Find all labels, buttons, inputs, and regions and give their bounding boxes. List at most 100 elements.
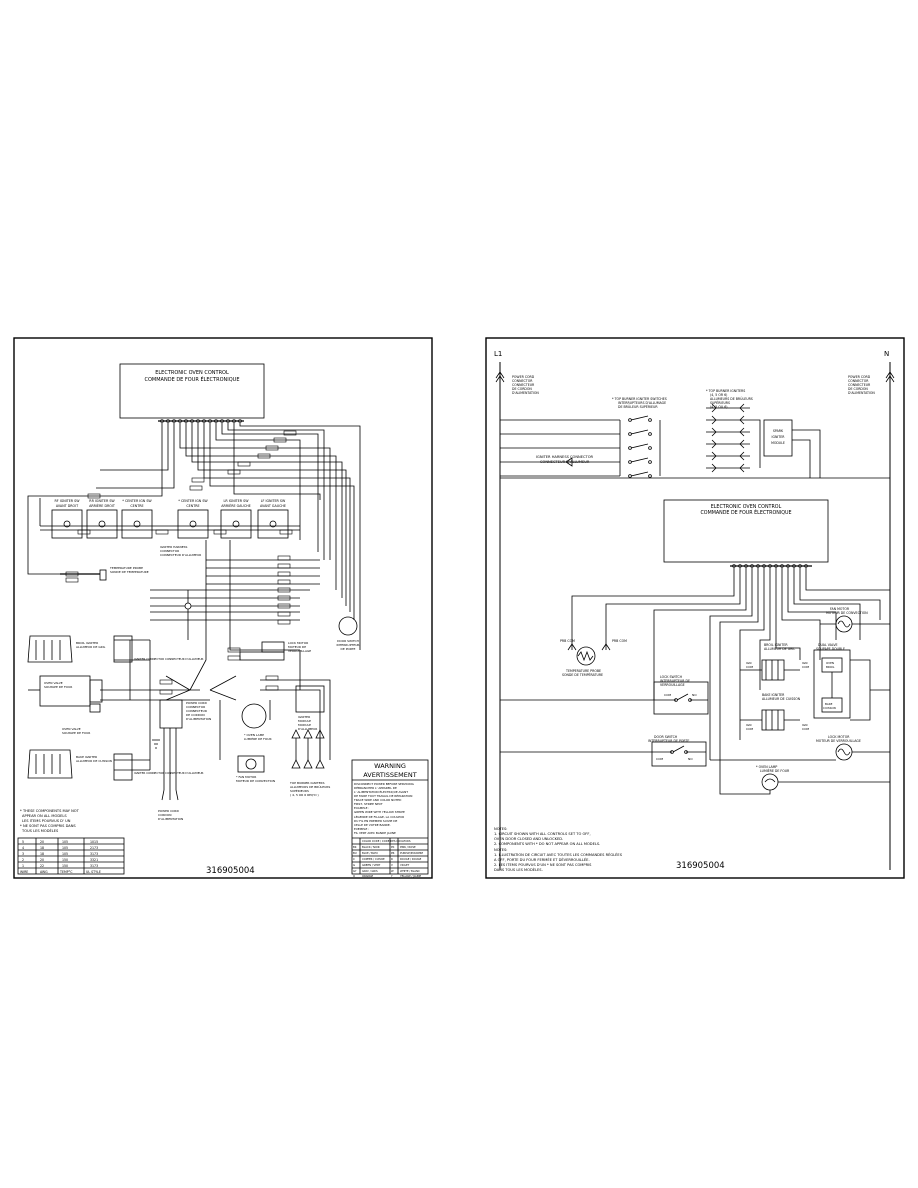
top-burner-igniters-label-3: SUPÉRIEURS	[290, 788, 309, 793]
lock-motor-label-2: MOTEUR DE	[288, 645, 306, 649]
oven-valve-label-1: OVEN VALVE	[44, 681, 63, 685]
igniter-center-1	[121, 509, 153, 539]
temp-probe-symbol	[576, 646, 596, 666]
broil-igniter-r-1: BROIL IGNITER	[764, 643, 788, 647]
door-switch-r-2: INTERRUPTEUR DE PORTE	[648, 739, 689, 743]
top-burner-switches-2: INTERRUPTEURS D'ALLUMAGE	[618, 401, 666, 405]
color-code-cell: WHITE / BLANC	[400, 869, 420, 873]
ign-com-4b: COM	[802, 727, 809, 731]
igniter-center-2	[177, 509, 209, 539]
power-cord-left-3: CONNECTEUR	[512, 383, 535, 387]
warning-text-line: CELLE DE VOTRE BANDE.	[354, 823, 391, 827]
color-code-cell: BK	[353, 845, 357, 849]
temp-probe-label-1: TEMPERATURE PROBE	[109, 566, 143, 570]
power-cord-right-3: CONNECTEUR	[848, 383, 871, 387]
igniter-lr	[220, 509, 252, 539]
color-code-cell: COPPER / CUIVRE	[362, 857, 385, 861]
wire-table-cell: 105	[62, 852, 68, 856]
footnote-line-3: LES ITEMS POURVUS D' UN	[22, 819, 71, 823]
left-oven-lamp-label-1: * OVEN LAMP	[244, 733, 264, 737]
fan-motor-r-1: FAN MOTOR	[830, 607, 850, 611]
notes-line: A OFF, PORTE DU FOUR FERMÉE ET DÉVERROUI…	[494, 857, 590, 862]
lock-motor-r-2: MOTEUR DE VERROUILLAGE	[816, 739, 861, 743]
broil-igniter-body	[27, 635, 73, 663]
door-switch-box	[651, 741, 707, 767]
color-code-cell: BLACK / NOIR	[362, 845, 380, 849]
temp-probe-label-2: SONDE DE TEMPERATURE	[110, 570, 149, 574]
right-sheet-labels: L1 N POWER CORD CONNECTOR CONNECTEUR DE …	[494, 350, 889, 872]
bake-igniter-label-2: ALLUMEUR DE CUISSON	[76, 759, 112, 763]
door-switch-label-2: INTERRUPTEUR	[336, 643, 359, 647]
bake-igniter-r-2: ALLUMEUR DE CUISSON	[762, 697, 801, 701]
color-code-cell: R	[391, 857, 393, 861]
color-code-cell: YELLOW / JAUNE	[400, 874, 421, 878]
power-cord-right-5: D'ALIMENTATION	[848, 391, 875, 395]
color-code-cell: GY	[353, 869, 357, 873]
power-cord-conn-label-3: CONNECTEUR	[186, 709, 207, 713]
color-code-cell: ORANGE	[362, 874, 373, 878]
color-code-cell: PURPLE/POURPRE	[400, 851, 423, 855]
power-cord-left-2: CONNECTOR	[512, 379, 533, 383]
warning-title-fr: AVERTISSEMENT	[363, 771, 416, 779]
igniter-harness-label-2: CONNECTOR	[160, 549, 179, 553]
color-code-cell: BU	[353, 851, 357, 855]
ign-com-2a: IGN	[802, 661, 807, 665]
power-cord-conn-label-5: D'ALIMENTATION	[186, 717, 211, 721]
warning-text-line: DE FAIRE TOUT TRAVAIL DE RÉPARATION	[354, 793, 412, 798]
ign-com-2b: COM	[802, 665, 809, 669]
right-control-box	[663, 499, 829, 563]
right-oven-lamp-1: * OVEN LAMP	[756, 765, 777, 769]
notes-line: 1. ILLUSTRATION DE CIRCUIT AVEC TOUTES L…	[494, 852, 623, 857]
power-cord-left-5: D'ALIMENTATION	[512, 391, 539, 395]
door-switch-label-3: DE PORTE	[341, 647, 356, 651]
right-schematic-sheet	[485, 337, 905, 879]
igniter-lr-label-1: LR IGNITER SW	[224, 499, 250, 503]
dual-valve-r-1: DUAL VALVE	[818, 643, 838, 647]
power-cord-right-2: CONNECTOR	[848, 379, 869, 383]
broil-igniter-label-2: ALLUMEUR DE GRIL	[76, 645, 106, 649]
igniter-lf	[257, 509, 289, 539]
lock-switch-r-2: INTERRUPTEUR DE	[660, 679, 690, 683]
temp-probe-r-1: TEMPERATURE PROBE	[565, 669, 601, 673]
oven-valve-label-4: SOUPAPE DE FOUR	[62, 731, 90, 735]
warning-text-line: EXAMPLE :	[354, 806, 369, 810]
power-cord-conn-label-4: DE CORDON	[186, 713, 205, 717]
right-oven-lamp-2: LUMIÈRE DE FOUR	[760, 768, 790, 773]
power-cord-conn-label-2: CONNECTOR	[186, 705, 205, 709]
igniter-lf-label-1: LF IGNITER SW	[261, 499, 286, 503]
broil-igniter-label-1: BROIL IGNITER	[76, 641, 98, 645]
color-code-cell: C	[353, 857, 355, 861]
warning-text-line: EXEMPLE :	[354, 827, 369, 831]
power-cord-right-1: POWER CORD	[848, 375, 871, 379]
warning-text-line: L' ALIMENTATION ÉLECTRIQUE AVANT	[354, 789, 408, 794]
igniter-harness-label-1: IGNITER HARNESS	[160, 545, 188, 549]
lock-switch-no: NO	[692, 693, 697, 697]
igniter-module-label-1: IGNITER	[298, 715, 310, 719]
igniter-center2-label-2: CENTRE	[186, 504, 199, 508]
ign-com-1b: COM	[746, 665, 753, 669]
color-code-cell: GREEN / VERT	[362, 863, 381, 867]
top-burner-igniters-label-1: TOP BURNER IGNITERS	[289, 781, 325, 785]
igniter-lf-label-2: AVANT GAUCHE	[260, 504, 286, 508]
bake-igniter-label-1: BAKE IGNITER	[76, 755, 97, 759]
fan-motor-r-2: MOTEUR DE CONVECTION	[826, 611, 868, 615]
wire-table-cell: 18	[40, 846, 44, 850]
footnote-line-2: APPEAR ON ALL MODELS	[22, 814, 67, 818]
footnote-line-5: TOUS LES MODÈLES	[21, 828, 59, 833]
notes-line: NOTES:	[494, 848, 507, 852]
left-control-box	[119, 363, 265, 419]
wire-table-cell: 1015	[90, 840, 98, 844]
prb-com-1: PRB COM	[560, 639, 575, 643]
left-sheet-border	[13, 337, 433, 879]
color-code-cell: Y	[391, 874, 393, 878]
door-switch-r-1: DOOR SWITCH	[654, 735, 678, 739]
wire-table-cell: 18	[40, 852, 44, 856]
top-burner-switches-3: DE BRÛLEUR SUPÉRIEUR	[618, 404, 658, 409]
wire-table-cell: 2173	[90, 846, 98, 850]
igniter-module-label-4: D'ALLUMEUR	[298, 727, 317, 731]
igniter-module-label-2: MODULE	[298, 719, 311, 723]
power-cord-label-1: POWER CORD	[158, 809, 180, 813]
notes-line: 2. LES ITEMS POURVUS D'UN * NE SONT PAS …	[494, 863, 592, 867]
spark-module-3: MODULE	[771, 441, 785, 445]
